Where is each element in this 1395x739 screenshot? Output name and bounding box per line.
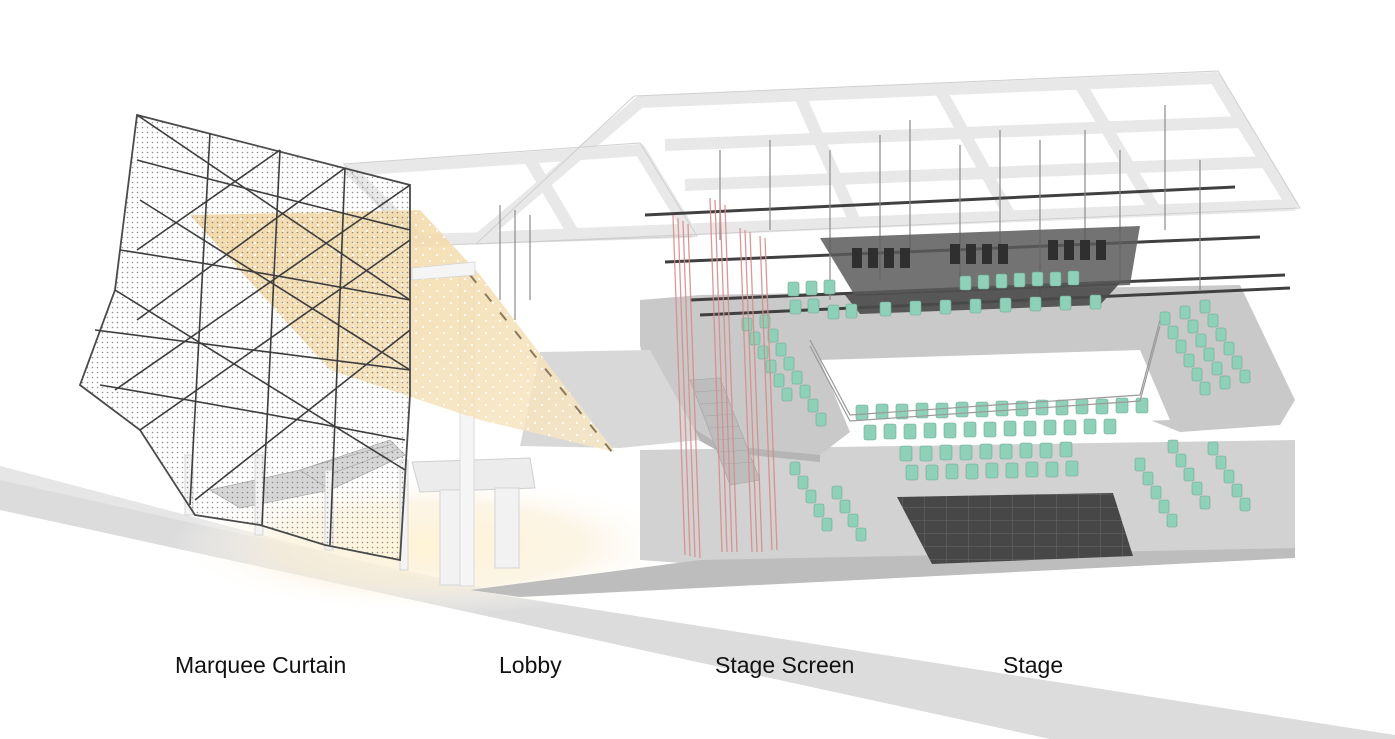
marquee-curtain [78, 113, 411, 562]
seats-ground-front [899, 441, 1079, 481]
stage-screen [672, 197, 778, 559]
marquee-curtain-structure [94, 114, 411, 546]
lobby-frame [411, 261, 476, 281]
lobby-counter [411, 267, 536, 587]
seats-balcony-back [787, 270, 1102, 320]
seats-balcony-front [855, 397, 1149, 441]
theater-stair [689, 377, 761, 486]
label-lobby: Lobby [499, 652, 562, 678]
seats-balcony-right [1159, 299, 1251, 396]
seats-ground-right [1134, 439, 1251, 528]
lighting-fixtures [852, 240, 1106, 268]
seats-ground-left [789, 461, 867, 542]
roof-frame [344, 72, 1298, 246]
label-stage-screen: Stage Screen [715, 652, 855, 678]
balcony-railing [809, 319, 1161, 422]
stage-floor [897, 493, 1133, 564]
label-marquee-curtain: Marquee Curtain [175, 652, 347, 678]
label-stage: Stage [1003, 652, 1064, 678]
